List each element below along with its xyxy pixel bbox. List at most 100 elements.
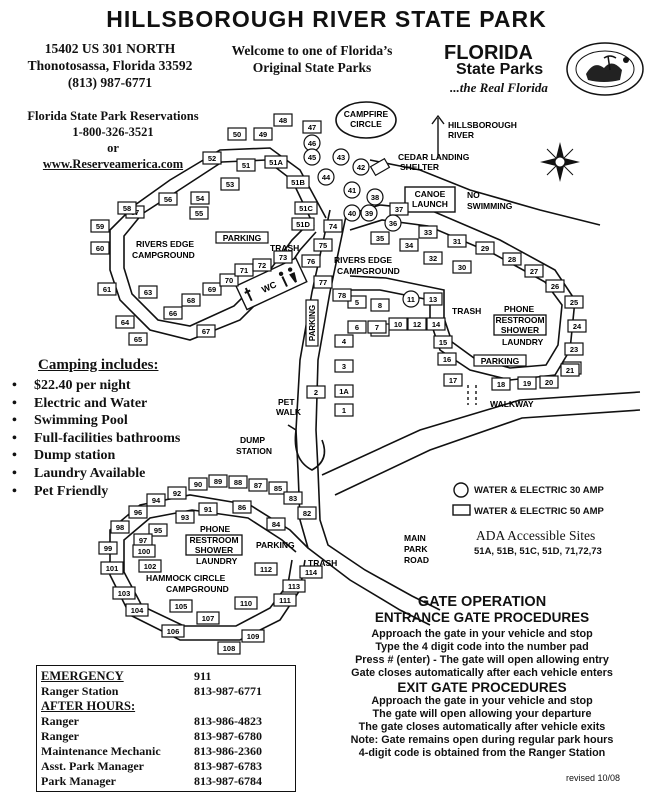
campsite-45: 45	[303, 148, 321, 166]
campsite-number: 107	[202, 614, 215, 623]
campsite-107: 107	[196, 611, 220, 625]
welcome-line1: Welcome to one of Florida’s	[231, 43, 393, 58]
campsite-number: 28	[508, 255, 516, 264]
campsite-marker	[402, 290, 420, 308]
campsite-7: 7	[367, 320, 387, 334]
campsite-marker	[343, 204, 361, 222]
campsite-1: 1	[334, 403, 354, 417]
camping-item: Swimming Pool	[8, 412, 218, 430]
campsite-marker	[220, 177, 240, 191]
campsite-39: 39	[360, 204, 378, 222]
campsite-marker	[125, 603, 149, 617]
campsite-marker	[560, 363, 580, 377]
campsite-47: 47	[302, 120, 322, 134]
campsite-marker	[228, 475, 248, 489]
contact-label: Asst. Park Manager	[41, 759, 144, 773]
campsite-marker	[236, 158, 256, 172]
campsite-88: 88	[228, 475, 248, 489]
campsite-41: 41	[343, 181, 361, 199]
campsite-marker	[264, 155, 288, 169]
campsite-number: 17	[449, 376, 457, 385]
gate-heading: GATE OPERATION	[417, 594, 547, 610]
campsite-marker	[384, 214, 402, 232]
campsite-marker	[98, 541, 118, 555]
campsite-number: 27	[530, 267, 538, 276]
campsite-number: 49	[259, 130, 267, 139]
rect-site-icon	[452, 504, 471, 516]
campsite-marker	[564, 295, 584, 309]
campsite-marker	[189, 206, 209, 220]
campsite-110: 110	[234, 596, 258, 610]
campsite-96: 96	[128, 505, 148, 519]
campsite-35: 35	[370, 231, 390, 245]
campsite-59: 59	[90, 219, 110, 233]
campsite-marker	[407, 317, 427, 331]
campsite-number: 43	[337, 153, 345, 162]
campsite-number: 8	[378, 301, 382, 310]
campsite-74: 74	[323, 219, 343, 233]
campsite-30: 30	[452, 260, 472, 274]
river-label-2: RIVER	[448, 130, 474, 140]
campsite-marker	[196, 324, 216, 338]
address-phone: (813) 987-6771	[67, 75, 153, 90]
campsite-number: 10	[394, 320, 402, 329]
campsite-100: 100	[132, 544, 156, 558]
campsite-marker	[138, 285, 158, 299]
campsite-33: 33	[418, 225, 438, 239]
trash-south-label: TRASH	[308, 558, 337, 568]
campsite-29: 29	[475, 241, 495, 255]
campsite-76: 76	[301, 254, 321, 268]
campsite-marker	[297, 506, 317, 520]
campsite-number: 93	[181, 513, 189, 522]
campsite-number: 45	[308, 153, 316, 162]
contact-label: AFTER HOURS:	[41, 699, 136, 713]
circle-site-icon	[453, 482, 469, 498]
restroom-south-box	[185, 534, 243, 556]
campsite-number: 72	[258, 261, 266, 270]
contact-label: Ranger Station	[41, 684, 119, 698]
camping-item: Dump station	[8, 447, 218, 465]
campsite-number: 51C	[299, 204, 313, 213]
campsite-number: 36	[389, 219, 397, 228]
campsite-marker	[443, 373, 463, 387]
no-swimming-label-1: NO	[467, 190, 480, 200]
campsite-106: 106	[161, 624, 185, 638]
campsite-marker	[252, 258, 272, 272]
campsite-marker	[169, 599, 193, 613]
campsite-number: 88	[234, 478, 242, 487]
campsite-28: 28	[502, 252, 522, 266]
campsite-marker	[517, 376, 537, 390]
contact-label: Park Manager	[41, 774, 116, 788]
welcome-message: Welcome to one of Florida’s Original Sta…	[212, 42, 412, 76]
campsite-marker	[306, 385, 326, 399]
campsite-108: 108	[217, 641, 241, 655]
walkways	[467, 385, 477, 405]
campsite-number: 112	[260, 565, 272, 574]
campsite-marker	[539, 375, 559, 389]
hammock-label-2: CAMPGROUND	[166, 584, 229, 594]
campsite-44: 44	[317, 168, 335, 186]
campsite-number: 20	[545, 378, 553, 387]
campsite-marker	[564, 342, 584, 356]
campsite-10: 10	[388, 317, 408, 331]
camping-item: Pet Friendly	[8, 483, 218, 501]
parking-east-label: PARKING	[481, 356, 520, 366]
campsite-16: 16	[437, 352, 457, 366]
parking-upper-label: PARKING	[223, 233, 262, 243]
campsite-number: 24	[573, 322, 582, 331]
florida-state-parks-logo: FLORIDA State Parks ...the Real Florida	[436, 40, 650, 98]
campsite-number: 54	[196, 194, 205, 203]
campsite-number: 1A	[339, 387, 349, 396]
campsite-61: 61	[97, 282, 117, 296]
campsite-12: 12	[407, 317, 427, 331]
campsite-marker	[366, 188, 384, 206]
campsite-marker	[317, 168, 335, 186]
campsite-114: 114	[299, 565, 323, 579]
logo-line1: FLORIDA	[444, 42, 533, 64]
campsite-99: 99	[98, 541, 118, 555]
campsite-marker	[90, 219, 110, 233]
campsite-marker	[112, 586, 136, 600]
reservation-link[interactable]: www.Reserveamerica.com	[42, 157, 184, 171]
campsite-marker	[323, 219, 343, 233]
campsite-number: 52	[208, 154, 216, 163]
